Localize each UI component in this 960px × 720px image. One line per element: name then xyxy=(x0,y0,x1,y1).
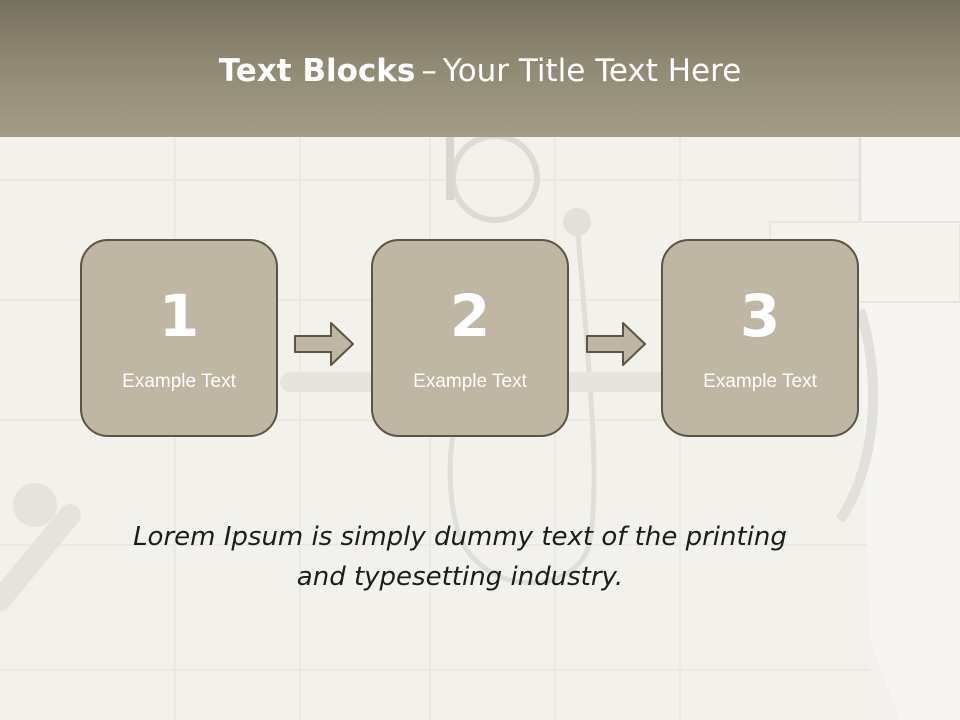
block-number: 2 xyxy=(449,282,491,350)
right-arrow-icon xyxy=(294,322,354,366)
slide-title: Text Blocks–Your Title Text Here xyxy=(219,53,742,89)
caption-line-1: Lorem Ipsum is simply dummy text of the … xyxy=(133,522,787,552)
title-dash: – xyxy=(421,52,437,89)
block-number: 1 xyxy=(158,282,200,350)
title-rest-part: Your Title Text Here xyxy=(442,52,742,89)
text-block-2: 2 Example Text xyxy=(371,239,569,437)
caption-line-2: and typesetting industry. xyxy=(296,562,624,592)
block-label: Example Text xyxy=(413,371,527,392)
block-label: Example Text xyxy=(703,371,817,392)
block-number: 3 xyxy=(739,282,781,350)
title-bar: Text Blocks–Your Title Text Here xyxy=(0,0,960,137)
block-label: Example Text xyxy=(122,371,236,392)
title-bold-part: Text Blocks xyxy=(218,52,416,89)
caption: Lorem Ipsum is simply dummy text of the … xyxy=(80,517,840,597)
text-block-3: 3 Example Text xyxy=(661,239,859,437)
text-block-1: 1 Example Text xyxy=(80,239,278,437)
right-arrow-icon xyxy=(586,322,646,366)
